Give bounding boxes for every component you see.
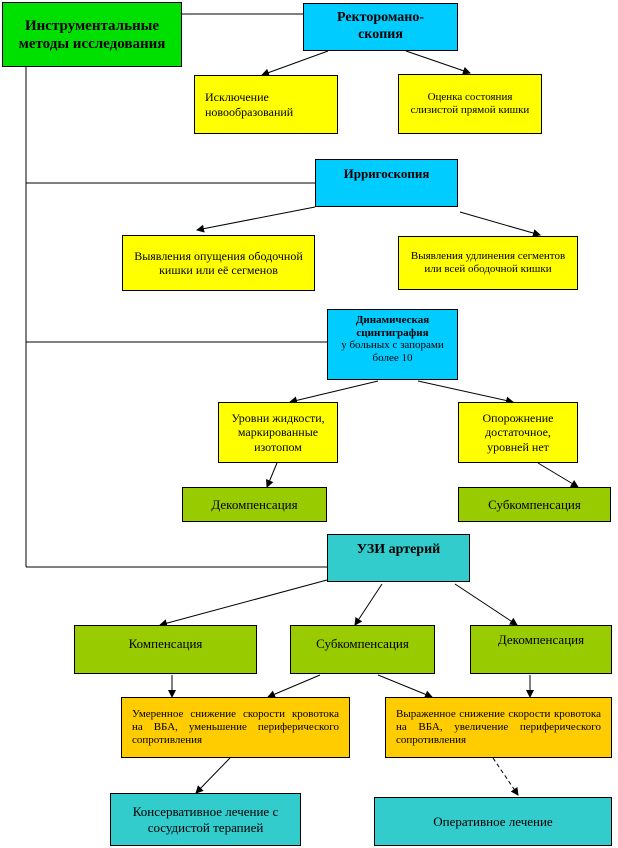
rectoscopy-node: Ректороманo- скопия <box>303 3 458 51</box>
root-node: Инструментальные методы исследования <box>2 2 182 67</box>
arrow-severe-operative <box>492 757 519 796</box>
mucosa-node: Оценка состояния слизистой прямой кишки <box>398 74 542 134</box>
subcompensation-node-1: Субкомпенсация <box>458 487 611 522</box>
arrow-subcomp-severe <box>377 674 433 699</box>
irrigoscopy-node: Ирригоскопия <box>315 159 458 207</box>
arrow-fluid-decomp <box>266 462 278 488</box>
conservative-treatment-node: Консервативное лечение с сосудистой тера… <box>110 793 301 846</box>
scintigraphy-subtitle: у больных с запорами более 10 <box>341 339 444 364</box>
scintigraphy-node: Динамическая сцинтиграфия у больных с за… <box>327 309 458 380</box>
arrow-irrigoscopy-elong <box>459 211 541 237</box>
fluid-levels-node: Уровни жидкости, маркированные изотопом <box>218 402 338 463</box>
arrow-uzi-comp <box>159 579 328 628</box>
arrow-subcomp-moderate <box>267 674 321 698</box>
colon-elong-node: Выявления удлинения сегментов или всей о… <box>398 236 578 290</box>
operative-treatment-node: Оперативное лечение <box>374 797 612 846</box>
moderate-decrease-node: Умеренное снижение скорости кровотока на… <box>121 697 350 758</box>
severe-decrease-node: Выраженное снижение скорости кровотока н… <box>385 697 612 758</box>
uzi-node: УЗИ артерий <box>327 534 470 582</box>
arrow-irrigoscopy-ptosis <box>196 206 316 233</box>
scintigraphy-title: Динамическая сцинтиграфия <box>355 314 430 339</box>
arrow-uzi-subcomp <box>354 583 383 626</box>
decompensation-node-1: Декомпенсация <box>182 487 327 522</box>
arrow-scinti-fluid <box>289 380 379 405</box>
compensation-node-2: Компенсация <box>74 625 257 674</box>
emptying-node: Опорожнение достаточное, уровней нет <box>458 402 578 463</box>
arrow-uzi-decomp <box>454 583 518 626</box>
decompensation-node-2: Декомпенсация <box>470 625 612 674</box>
colon-ptosis-node: Выявления опущения ободочной кишки или е… <box>122 235 315 291</box>
exclusion-node: Исключение новообразований <box>194 75 338 134</box>
arrow-rectoscopy-mucosa <box>405 50 471 75</box>
arrow-rectoscopy-exclusion <box>261 50 329 77</box>
arrow-emptying-subcomp <box>537 462 579 488</box>
arrow-moderate-conservative <box>195 757 231 794</box>
arrow-scinti-emptying <box>417 380 514 405</box>
subcompensation-node-2: Субкомпенсация <box>290 625 435 674</box>
